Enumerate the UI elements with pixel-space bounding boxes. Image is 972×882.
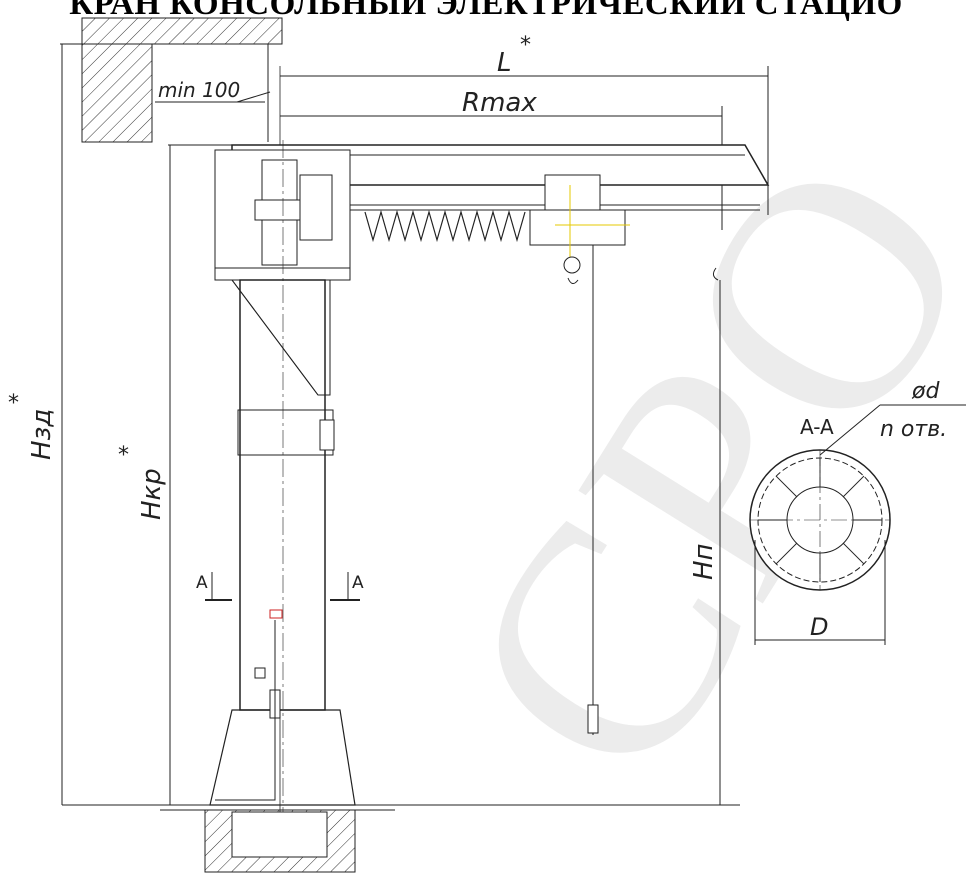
min-clearance-dimension: min 100	[155, 44, 271, 142]
section-view-aa: D A-A ød n отв.	[749, 379, 966, 645]
reach-label: Rmax	[462, 88, 537, 118]
crane-height-asterisk: *	[118, 443, 129, 468]
section-label: A-A	[800, 415, 834, 439]
section-marks: A A	[196, 572, 364, 601]
length-label: L	[497, 48, 512, 78]
foundation	[62, 804, 740, 873]
reach-dimension: Rmax	[280, 88, 723, 230]
building-height-asterisk: *	[8, 391, 19, 416]
building-height-dimension: Hзд *	[8, 44, 63, 805]
hoist-trolley	[529, 174, 719, 735]
crane-column	[209, 140, 356, 830]
slewing-drive	[214, 149, 351, 281]
min-clearance-label: min 100	[158, 78, 240, 102]
cable-spiral	[364, 209, 526, 243]
ceiling-beam	[60, 17, 283, 143]
section-mark-right: A	[352, 573, 364, 593]
page-title: КРАН КОНСОЛЬНЫЙ ЭЛЕКТРИЧЕСКИЙ СТАЦИО	[69, 0, 903, 22]
hole-count-label: n отв.	[880, 417, 947, 442]
crane-height-label: Hкр	[137, 468, 167, 520]
building-height-label: Hзд	[27, 409, 57, 460]
length-asterisk: *	[520, 33, 531, 58]
hook-height-label: Hп	[689, 543, 719, 580]
section-mark-left: A	[196, 573, 208, 593]
hole-diameter-label: ød	[911, 379, 940, 404]
hook-height-dimension: Hп	[689, 280, 721, 805]
crane-height-dimension: Hкр *	[118, 144, 235, 805]
diameter-label: D	[810, 613, 828, 641]
